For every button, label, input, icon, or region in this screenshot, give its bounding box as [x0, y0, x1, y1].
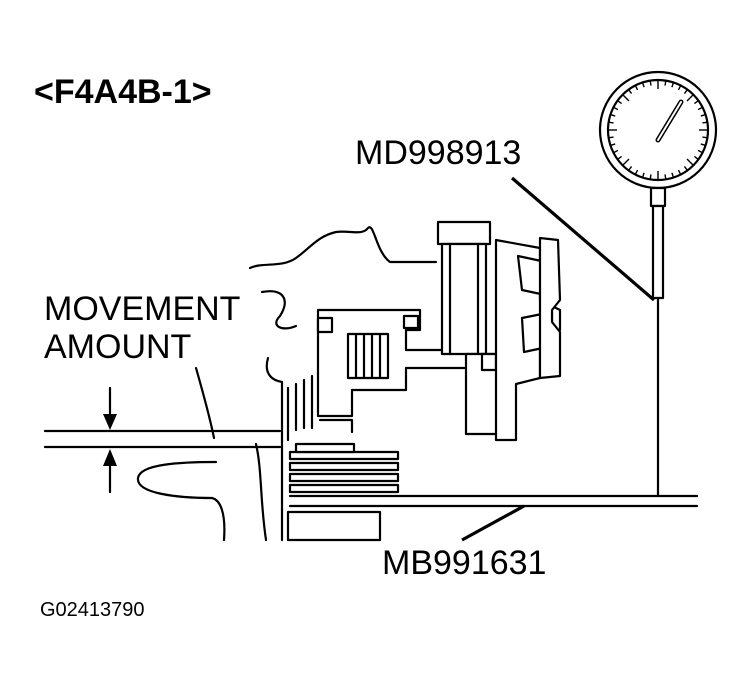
clutch-disc-4 — [288, 483, 400, 494]
case-outline-top — [248, 226, 438, 270]
dial-gauge-tick — [671, 82, 675, 88]
dial-gauge-tick — [683, 165, 688, 171]
dial-gauge-tick — [677, 85, 682, 91]
dial-gauge-tick — [628, 165, 633, 171]
figure-code: G02413790 — [40, 599, 145, 621]
shaft-key — [480, 352, 498, 372]
dial-gauge-tick — [608, 136, 614, 139]
arrow-up-head — [103, 449, 117, 466]
dial-gauge-tick — [613, 149, 619, 154]
movement-indicator — [43, 366, 282, 494]
dial-gauge-tick — [622, 94, 630, 102]
dial-gauge-tick — [697, 106, 703, 111]
leader-dial-gauge — [510, 176, 656, 302]
label-base-tool: MB991631 — [382, 544, 546, 582]
dial-gauge-tick — [617, 155, 623, 160]
piston-lip — [318, 418, 354, 434]
housing-lower-curve — [136, 460, 226, 542]
dial-gauge-tick — [702, 136, 708, 139]
label-dial-gauge-tool: MD998913 — [355, 134, 521, 172]
dial-gauge-tick — [686, 158, 694, 166]
dial-gauge-tick — [622, 158, 630, 166]
dial-gauge-tick — [608, 121, 614, 124]
dial-gauge-tick — [693, 100, 699, 105]
dial-gauge-tick — [671, 172, 675, 178]
case-outline-left — [265, 356, 284, 442]
dial-gauge-tick — [664, 174, 667, 180]
label-movement-line2: AMOUNT — [44, 328, 191, 366]
dial-gauge-tick — [683, 89, 688, 95]
dial-gauge-ticks — [608, 80, 708, 180]
piston-spring-seat — [346, 332, 390, 380]
bearing-outer-race — [538, 236, 562, 380]
dial-gauge-tick — [613, 106, 619, 111]
clutch-retainer — [286, 510, 382, 542]
dial-gauge-tick — [617, 100, 623, 105]
housing-lower-edge — [254, 442, 268, 542]
leader-base-tool — [461, 504, 525, 542]
dial-gauge-tick — [641, 82, 645, 88]
dial-gauge-needle-inner — [657, 101, 682, 141]
dial-gauge-tick — [700, 113, 706, 117]
clutch-disc-2 — [288, 461, 400, 472]
bolt-assembly — [436, 220, 502, 436]
dial-gauge-tick — [702, 121, 708, 124]
dial-gauge-tick — [700, 143, 706, 147]
base-plate — [288, 494, 699, 508]
dial-gauge — [598, 70, 718, 498]
dial-gauge-tick — [664, 80, 667, 86]
clutch-disc-3 — [288, 472, 400, 483]
case-outline-bracket — [260, 290, 298, 330]
dial-gauge-tick — [641, 172, 645, 178]
dial-gauge-tick — [610, 113, 616, 117]
leader-movement — [194, 366, 216, 440]
dial-gauge-tick — [686, 94, 694, 102]
bolt-shank — [440, 242, 488, 356]
bearing-assembly — [494, 236, 562, 442]
bolt-head — [436, 220, 492, 246]
figure-title: <F4A4B-1> — [34, 73, 212, 111]
dial-gauge-outer-ring — [598, 70, 718, 190]
dial-gauge-stem — [651, 204, 665, 300]
dial-gauge-tick — [649, 174, 652, 180]
dial-gauge-tick — [677, 169, 682, 175]
dial-gauge-tick — [634, 169, 639, 175]
piston-seal-left — [316, 316, 334, 334]
dial-gauge-tick — [649, 80, 652, 86]
clutch-assembly — [280, 374, 400, 542]
dial-gauge-tick — [693, 155, 699, 160]
dial-gauge-tick — [697, 149, 703, 154]
dial-gauge-collar — [649, 186, 667, 208]
piston-seal — [402, 314, 420, 330]
label-movement-line1: MOVEMENT — [44, 290, 240, 328]
clutch-pressure-plate — [294, 442, 356, 454]
piston-assembly — [316, 308, 472, 434]
dial-gauge-tick — [610, 143, 616, 147]
arrow-down-head — [103, 414, 117, 430]
dial-gauge-tick — [628, 89, 633, 95]
dial-gauge-tick — [634, 85, 639, 91]
